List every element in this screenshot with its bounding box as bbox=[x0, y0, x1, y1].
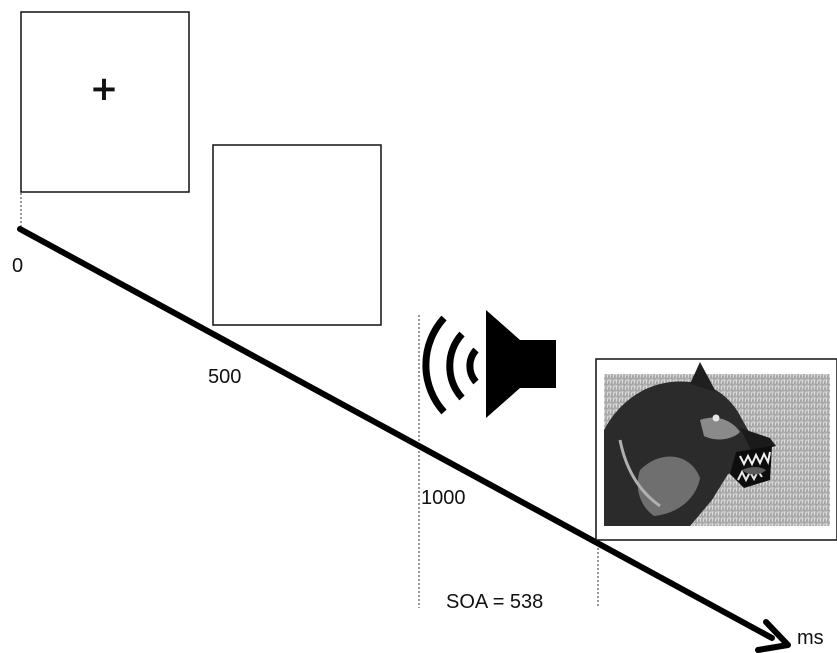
dog-photo-frame bbox=[595, 358, 837, 541]
time-label-0: 0 bbox=[12, 255, 23, 277]
aggressive-dog-photo bbox=[604, 362, 830, 526]
axis-unit-label: ms bbox=[797, 627, 824, 649]
speaker-icon bbox=[486, 310, 556, 418]
fixation-frame: + bbox=[20, 11, 190, 193]
axis-arrowhead bbox=[755, 619, 791, 653]
time-label-500: 500 bbox=[208, 366, 241, 388]
sound-waves-icon bbox=[422, 315, 479, 415]
timeline-axis bbox=[17, 226, 791, 653]
soa-label: SOA = 538 bbox=[446, 591, 543, 613]
blank-frame bbox=[212, 144, 382, 326]
fixation-cross: + bbox=[90, 69, 119, 109]
time-label-1000: 1000 bbox=[421, 487, 466, 509]
